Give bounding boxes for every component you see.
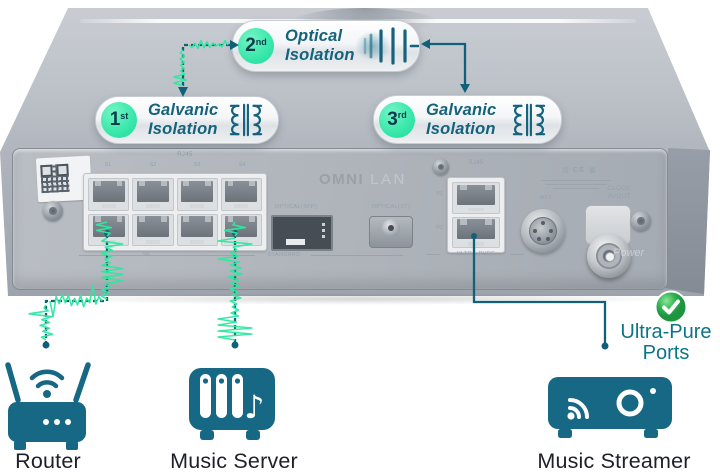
- noise-squiggle: [29, 305, 52, 340]
- chassis-side-face: [664, 148, 710, 294]
- optical-sfp-label: OPTICAL(SFP): [259, 204, 333, 210]
- badge-title: GalvanicIsolation: [148, 101, 218, 139]
- port-id: S3: [175, 162, 219, 168]
- transformer-icon: [226, 103, 266, 137]
- sfp-cage: [271, 215, 333, 251]
- rj45-port: [177, 178, 218, 211]
- brand-primary: OMNI: [319, 171, 364, 188]
- rj45-port: [452, 217, 500, 249]
- badge-title: OpticalIsolation: [285, 27, 355, 65]
- music-streamer-icon: [545, 372, 675, 443]
- svg-text:♪: ♪: [244, 388, 264, 426]
- port-id: P2: [417, 225, 443, 231]
- check-icon: [654, 290, 688, 324]
- isolation-badge-1: 1st GalvanicIsolation: [95, 96, 279, 144]
- rj45-port: [88, 214, 129, 247]
- rj45-port: [452, 182, 500, 214]
- port-id: P1: [417, 191, 443, 197]
- rj45-port: [132, 178, 173, 211]
- optical-st-label: OPTICAL(ST): [363, 204, 419, 210]
- music-server-icon: ♪: [186, 362, 282, 459]
- ultrapure-ports: [447, 177, 505, 253]
- regulatory-marks: ▤ CE ▩: [543, 165, 615, 174]
- port-id: S4: [220, 162, 264, 168]
- isolation-badge-2: 2nd OpticalIsolation: [232, 20, 420, 72]
- badge-number: 3rd: [379, 102, 415, 138]
- standard-group-rule: [311, 255, 403, 256]
- ultrapure-rj45-title: RJ45: [436, 160, 516, 166]
- front-panel: DC 9V/1.5A 12V/0.8A RJ45 S1 S2 S3 S4 S6 …: [12, 148, 668, 290]
- router-label: Router: [0, 449, 96, 474]
- standard-group-label: STANDARD: [259, 252, 309, 258]
- power-ghost-text: Power: [613, 247, 644, 259]
- music-server-label: Music Server: [156, 449, 312, 474]
- ce-mark: CE: [573, 165, 585, 174]
- standard-group-rule: [79, 255, 255, 256]
- optical-st-port: [369, 216, 413, 248]
- ground-screw: [43, 201, 63, 221]
- line-endpoint-dot: [43, 342, 50, 349]
- music-streamer-label: Music Streamer: [528, 449, 700, 474]
- port-id: S2: [131, 162, 175, 168]
- rj45-port: [177, 214, 218, 247]
- line-endpoint-dot: [602, 343, 609, 350]
- ultra-pure-callout: Ultra-Pure Ports: [612, 322, 720, 364]
- line-endpoint-dot: [232, 342, 239, 349]
- brand-secondary: LAN: [370, 171, 407, 188]
- badge-title: GalvanicIsolation: [426, 101, 496, 139]
- ultrapure-group-rule: [426, 254, 440, 255]
- router-icon: [2, 356, 94, 457]
- device-shadow: [40, 293, 680, 305]
- m12-connector: [521, 209, 565, 253]
- m12-label: M12: [526, 195, 566, 201]
- isolation-badge-3: 3rd GalvanicIsolation: [373, 95, 562, 144]
- panel-screw: [631, 211, 651, 231]
- rj45-port: [132, 214, 173, 247]
- optical-capacitor-icon: [355, 26, 419, 66]
- weee-icon: ▩: [589, 166, 596, 174]
- rj45-port: [88, 178, 129, 211]
- fine-print-line: [541, 180, 611, 181]
- rj45-port: [221, 214, 262, 247]
- clock-label: CLOCK IN/OUT: [589, 185, 649, 200]
- standard-rj45-title: RJ45: [93, 152, 277, 158]
- port-id: S1: [86, 162, 130, 168]
- qr-code-icon: [40, 164, 69, 193]
- standard-ports: [83, 173, 267, 251]
- transformer-icon: [509, 103, 549, 137]
- ultrapure-group-rule: [510, 254, 524, 255]
- brand-logo: OMNI LAN: [319, 171, 407, 189]
- badge-number: 2nd: [238, 28, 274, 64]
- regulatory-icon: ▤: [562, 166, 569, 174]
- ultrapure-group-label: ULTRA-PURE: [444, 251, 508, 257]
- badge-number: 1st: [101, 102, 137, 138]
- rj45-port: [221, 178, 262, 211]
